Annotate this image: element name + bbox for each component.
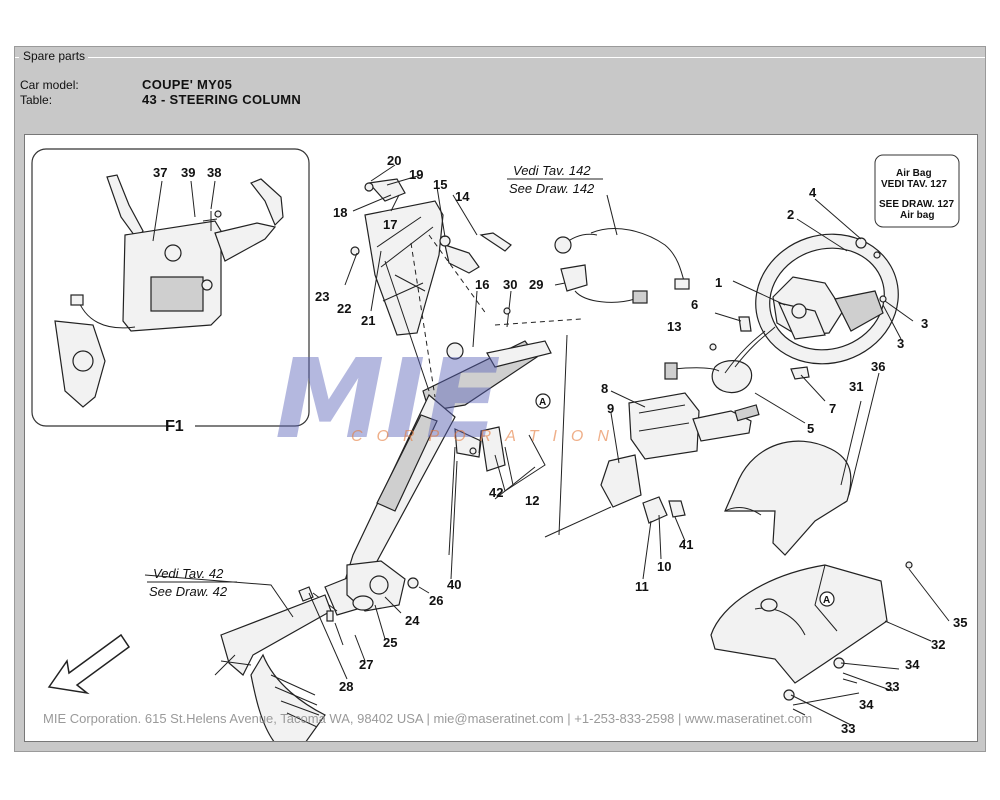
callout-22: 22	[337, 301, 351, 316]
callout-34a: 34	[905, 657, 920, 672]
ref-note-see-142: See Draw. 142	[509, 181, 595, 196]
callout-26: 26	[429, 593, 443, 608]
callout-28: 28	[339, 679, 353, 694]
steering-wheel-drawing	[600, 233, 899, 524]
car-model-value: COUPE' MY05	[142, 77, 233, 92]
column-shrouds-drawing	[710, 440, 913, 716]
callout-16: 16	[475, 277, 489, 292]
direction-arrow-icon	[47, 633, 131, 695]
footer-contact: MIE Corporation. 615 St.Helens Avenue, T…	[43, 711, 812, 726]
wiring-harness-drawing	[554, 228, 690, 304]
callout-42: 42	[489, 485, 503, 500]
callout-5: 5	[807, 421, 814, 436]
callout-36: 36	[871, 359, 885, 374]
callout-21: 21	[361, 313, 375, 328]
svg-text:A: A	[539, 397, 546, 408]
callout-41: 41	[679, 537, 693, 552]
callout-25: 25	[383, 635, 397, 650]
group-rule-left	[15, 57, 19, 58]
callout-15: 15	[433, 177, 447, 192]
callout-33b: 33	[841, 721, 855, 736]
svg-text:Air bag: Air bag	[900, 210, 934, 221]
part-callouts[interactable]: 1 2 3 3 4 5 6 7 8 9 10 11 12 13 14 15 16…	[153, 153, 967, 736]
group-rule-right	[88, 57, 985, 58]
parts-diagram[interactable]: F1	[24, 134, 978, 742]
callout-7: 7	[829, 401, 836, 416]
steering-column-drawing	[214, 178, 612, 741]
callout-10: 10	[657, 559, 671, 574]
watermark-logo: MIE	[275, 335, 501, 463]
callout-33a: 33	[885, 679, 899, 694]
callout-34b: 34	[859, 697, 874, 712]
callout-19: 19	[409, 167, 423, 182]
callout-8: 8	[601, 381, 608, 396]
callout-32: 32	[931, 637, 945, 652]
callout-27: 27	[359, 657, 373, 672]
airbag-reference-box: Air Bag VEDI TAV. 127 SEE DRAW. 127 Air …	[874, 154, 960, 228]
svg-text:A: A	[823, 595, 830, 606]
callout-14: 14	[455, 189, 470, 204]
group-title: Spare parts	[20, 49, 89, 63]
leader-lines	[144, 164, 950, 726]
ref-note-see-42: See Draw. 42	[149, 584, 228, 599]
callout-6: 6	[691, 297, 698, 312]
watermark-sub: CORPORATION	[351, 428, 623, 445]
callout-37: 37	[153, 165, 167, 180]
svg-text:SEE DRAW. 127: SEE DRAW. 127	[879, 199, 954, 210]
ref-marker-a-1: A	[535, 393, 551, 409]
ref-note-vedi-142: Vedi Tav. 142	[513, 163, 591, 178]
inset-label: F1	[165, 418, 184, 435]
svg-text:VEDI TAV. 127: VEDI TAV. 127	[881, 179, 947, 190]
callout-4: 4	[809, 185, 817, 200]
inset-f1: F1	[31, 148, 310, 435]
callout-29: 29	[529, 277, 543, 292]
callout-17: 17	[383, 217, 397, 232]
callout-13: 13	[667, 319, 681, 334]
callout-11: 11	[635, 579, 649, 594]
callout-18: 18	[333, 205, 347, 220]
callout-24: 24	[405, 613, 420, 628]
svg-text:Air Bag: Air Bag	[896, 168, 932, 179]
callout-3a: 3	[921, 316, 928, 331]
callout-1: 1	[715, 275, 722, 290]
ref-marker-a-2: A	[819, 591, 835, 607]
callout-31: 31	[849, 379, 863, 394]
callout-38: 38	[207, 165, 221, 180]
ref-note-vedi-42: Vedi Tav. 42	[153, 566, 224, 581]
callout-2: 2	[787, 207, 794, 222]
callout-3b: 3	[897, 336, 904, 351]
callout-12: 12	[525, 493, 539, 508]
callout-35: 35	[953, 615, 967, 630]
car-model-label: Car model:	[20, 78, 79, 92]
table-value: 43 - STEERING COLUMN	[142, 92, 302, 107]
fasteners	[214, 210, 717, 622]
callout-39: 39	[181, 165, 195, 180]
callout-20: 20	[387, 153, 401, 168]
callout-40: 40	[447, 577, 461, 592]
table-label: Table:	[20, 93, 53, 107]
callout-23: 23	[315, 289, 329, 304]
callout-30: 30	[503, 277, 517, 292]
callout-9: 9	[607, 401, 614, 416]
